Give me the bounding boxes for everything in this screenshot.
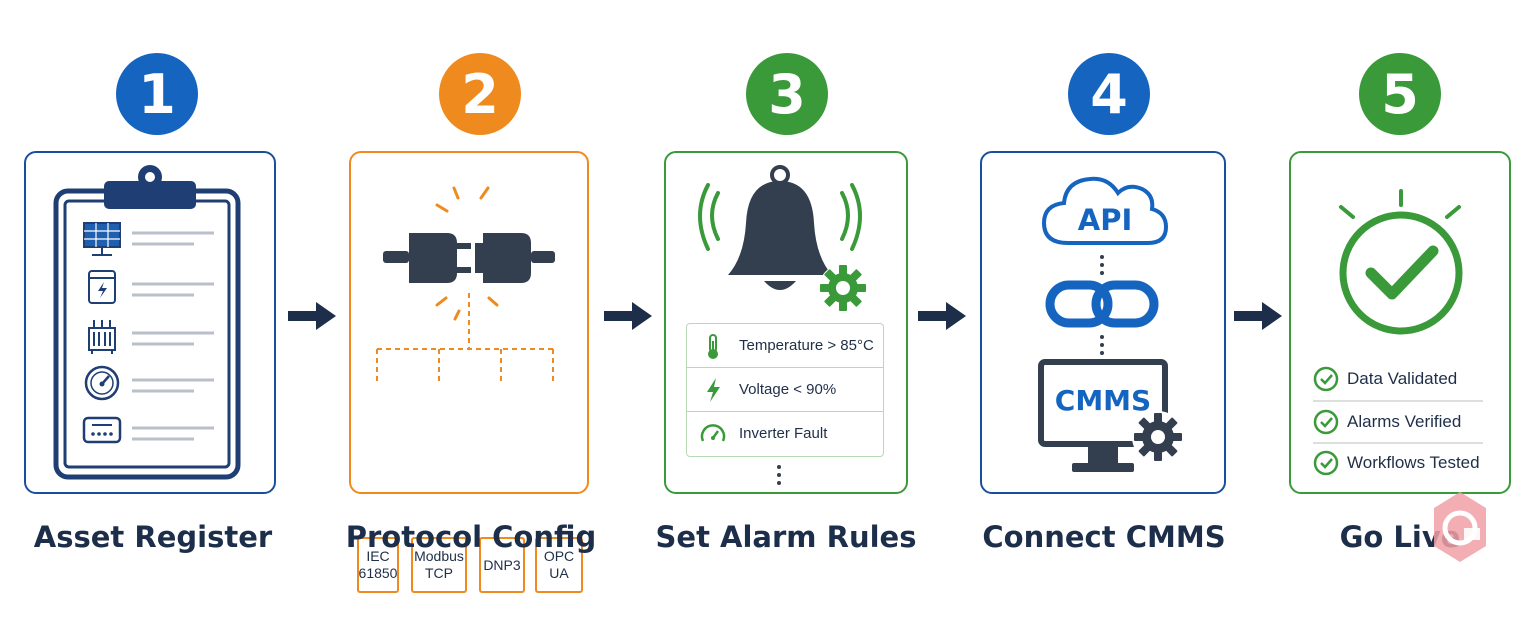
solar-panel-icon [83,222,121,256]
more-dots-icon [777,465,781,485]
rule-text: Inverter Fault [739,425,828,442]
lightning-icon [707,378,720,402]
go-live-card: Data Validated Alarms Verified Workflows… [1289,151,1511,494]
settings-gear-icon [819,264,867,312]
protocol-iec61850: IEC 61850 [357,537,399,593]
check-badge-icon [1339,189,1463,335]
step-2-title: Protocol Config [345,520,597,554]
arrow-right-icon [604,302,652,330]
check-circle-icon [1313,366,1339,392]
alarm-rules-card: Temperature > 85°C Voltage < 90% Inverte… [664,151,908,494]
clipboard-icon [53,165,241,480]
thermometer-icon [708,334,718,359]
cmms-label: CMMS [1054,384,1152,417]
plug-connector-icon [376,186,555,385]
bell-icon [698,165,862,290]
arrow-right-icon [918,302,966,330]
step-1-title: Asset Register [33,520,273,554]
step-1-badge: 1 [116,53,198,135]
step-3-title: Set Alarm Rules [655,520,917,554]
step-4-title: Connect CMMS [982,520,1226,554]
check-circle-icon [1313,409,1339,435]
step-4-badge: 4 [1068,53,1150,135]
connect-cmms-card: API CMMS [980,151,1226,494]
rule-text: Voltage < 90% [739,381,837,398]
check-circle-icon [1313,450,1339,476]
check-workflows-tested: Workflows Tested [1347,453,1480,472]
rule-voltage: Voltage < 90% [687,368,883,412]
step-2-badge: 2 [439,53,521,135]
check-alarms-verified: Alarms Verified [1347,412,1462,431]
check-list-lines [1313,400,1483,444]
transformer-icon [88,320,116,354]
api-cloud-icon [1041,176,1169,245]
protocol-config-card: IEC 61850 Modbus TCP DNP3 OPC UA [349,151,589,593]
step-5-badge: 5 [1359,53,1441,135]
rule-text: Temperature > 85°C [739,337,874,354]
alarm-rules-list: Temperature > 85°C Voltage < 90% Inverte… [686,323,884,457]
device-panel-icon [82,416,122,444]
protocol-dnp3: DNP3 [479,537,525,593]
monitor-gear-icon [1132,411,1184,463]
api-label: API [1077,203,1133,237]
rule-inverter-fault: Inverter Fault [687,412,883,455]
inverter-icon [88,270,116,304]
arrow-right-icon [1234,302,1282,330]
step-3-badge: 3 [746,53,828,135]
rule-temperature: Temperature > 85°C [687,324,883,368]
link-chain-icon [1045,255,1159,355]
watermark-logo-icon [1434,492,1486,562]
arrow-right-icon [288,302,336,330]
gauge-meter-icon [84,365,120,401]
check-data-validated: Data Validated [1347,369,1458,388]
protocol-opc-ua: OPC UA [535,537,583,593]
asset-register-card [24,151,276,494]
gauge-icon [700,424,726,442]
protocol-modbus-tcp: Modbus TCP [411,537,467,593]
monitor-icon [1038,359,1168,472]
